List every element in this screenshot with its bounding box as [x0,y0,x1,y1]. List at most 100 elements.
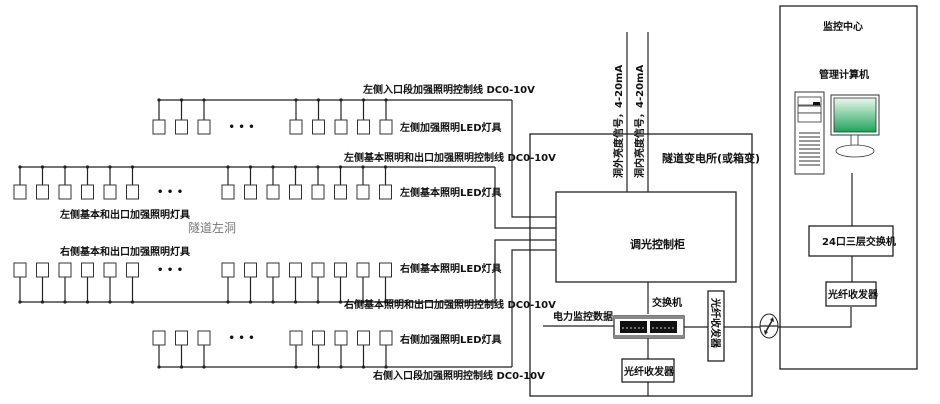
led-lamp-icon [152,119,166,135]
junction-node [361,300,365,304]
junction-node [130,300,135,304]
led-lamp-icon [81,262,94,278]
led-lamp-icon [289,119,303,135]
fixture-label-left-basic: 左侧基本照明LED灯具 [399,186,502,199]
led-lamp-icon [266,184,280,200]
led-lamp-icon [175,119,188,135]
junction-node [316,365,321,369]
led-lamp-icon [289,330,303,346]
led-lamp-icon [152,330,166,346]
dimming-cabinet-box [555,191,737,283]
led-lamp-icon [221,262,235,278]
led-lamp-icon [289,184,302,200]
junction-node [85,300,90,304]
junction-node [157,98,161,102]
switch-label: 交换机 [652,296,682,309]
core-switch-label: 24口三层交换机 [822,235,896,248]
led-lamp-icon [334,119,348,135]
junction-node [226,300,230,304]
junction-node [338,300,343,304]
computer-tower-icon [794,91,825,175]
core-switch-box [808,225,894,257]
led-lamp-icon [357,119,370,135]
junction-node [338,165,343,169]
monitor-icon [830,94,880,158]
junction-node [316,98,321,102]
led-lamp-icon [221,184,235,200]
junction-node [157,365,161,369]
junction-node [130,165,135,169]
management-computer-label: 管理计算机 [819,68,869,81]
fixture-label-right-entrance: 右侧加强照明LED灯具 [399,333,502,346]
led-lamp-icon [244,184,257,200]
control-cable-bundle [494,100,556,367]
led-lamp-icon [289,262,302,278]
cc-fiber-transceiver-label: 光纤收发器 [827,288,879,301]
junction-node [271,300,275,304]
led-lamp-icon [356,184,370,200]
junction-node [63,165,67,169]
junction-node [202,98,206,102]
tunnel-left-label: 隧道左洞 [188,220,236,235]
junction-node [361,165,365,169]
led-lamp-icon [13,262,27,278]
led-lamp-icon [379,184,392,200]
junction-node [384,98,388,102]
substation-box [529,133,753,397]
led-lamp-icon [334,330,348,346]
fixture-label-right-basic: 右侧基本照明LED灯具 [399,262,502,275]
led-lamp-icon [197,119,211,135]
dimming-cabinet-label: 调光控制柜 [630,237,685,251]
fiber-transceiver-vertical-label: 光纤收发器 [709,297,722,349]
junction-node [18,165,22,169]
junction-node [316,300,320,304]
power-monitor-label: 电力监控数据 [553,310,613,323]
inside-luminance-signal-label: 洞内亮度信号，4-20mA [633,65,646,178]
ellipsis-right-entrance: • • • [229,333,255,344]
control-line-label-right-basic: 右侧基本照明和出口加强照明控制线 DC0-10V [343,298,556,311]
fiber-link-line [724,307,852,328]
junction-node [248,300,253,304]
led-lamp-icon [58,184,72,200]
junction-node [226,165,230,169]
junction-node [179,365,184,369]
led-lamp-icon [126,184,139,200]
led-lamp-icon [334,184,347,200]
led-lamp-icon [13,184,27,200]
led-lamp-icon [244,262,257,278]
junction-node [40,165,45,169]
fiber-coupler-icon [759,313,779,339]
control-line-label-left-entrance: 左侧入口段加强照明控制线 DC0-10V [362,83,535,96]
junction-node [294,365,298,369]
switch-icon [613,315,685,339]
substation-title: 隧道变电所(或箱变) [662,151,760,165]
junction-node [202,365,206,369]
led-lamp-icon [36,184,49,200]
junction-node [384,365,388,369]
fixture-label-left-entrance: 左侧加强照明LED灯具 [399,121,502,134]
junction-node [63,300,67,304]
control-line-label-right-entrance: 右侧入口段加强照明控制线 DC0-10V [372,369,545,382]
cc-fiber-transceiver-box [825,281,877,307]
fiber-transceiver-vertical-box [707,290,725,362]
led-lamp-icon [379,330,393,346]
junction-node [293,165,298,169]
led-lamp-icon [312,330,325,346]
led-lamp-icon [103,184,117,200]
junction-node [108,300,112,304]
junction-node [293,300,298,304]
junction-node [316,165,320,169]
outside-luminance-signal-label: 洞外亮度信号，4-20mA [612,65,625,178]
junction-node [361,365,366,369]
junction-node [40,300,45,304]
led-lamp-icon [379,119,393,135]
led-lamp-icon [357,330,370,346]
led-lamp-icon [334,262,347,278]
junction-node [294,98,298,102]
fiber-transceiver-bottom-label: 光纤收发器 [623,365,675,378]
junction-node [339,365,343,369]
junction-node [248,165,253,169]
junction-node [339,98,343,102]
